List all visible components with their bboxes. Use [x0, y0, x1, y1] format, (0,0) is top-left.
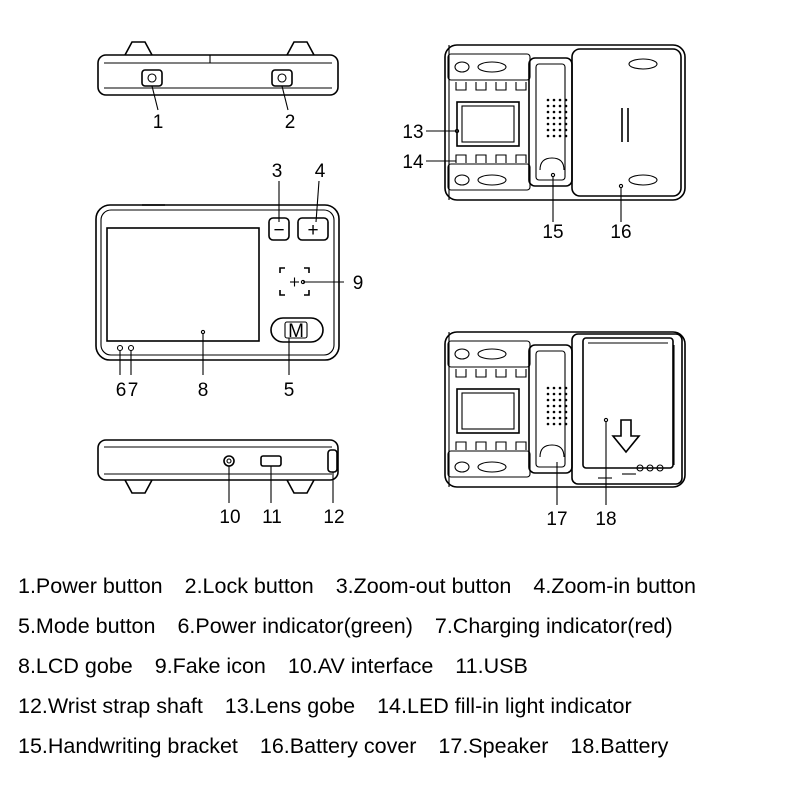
callout-6: 6	[116, 380, 127, 401]
legend-item-9: 9.Fake icon	[154, 654, 266, 678]
callout-13: 13	[402, 122, 423, 143]
strap-lug-bottom-right	[286, 479, 315, 494]
lens-cover-open	[456, 388, 520, 434]
legend-item-2: 2.Lock button	[184, 574, 314, 598]
legend-row-2: 5.Mode button 6.Power indicator(green) 7…	[18, 606, 798, 646]
strap-lug-bottom-left	[124, 479, 153, 494]
callout-3: 3	[272, 161, 283, 182]
lock-button-top	[271, 69, 293, 87]
legend-item-8: 8.LCD gobe	[18, 654, 133, 678]
speaker-grille-closed	[546, 98, 568, 138]
legend-item-6: 6.Power indicator(green)	[177, 614, 413, 638]
callout-11: 11	[262, 507, 282, 528]
callout-5: 5	[284, 380, 295, 401]
back-body	[444, 44, 686, 201]
top-view: 1 2	[97, 41, 339, 133]
legend-item-14: 14.LED fill-in light indicator	[377, 694, 632, 718]
bottom-view: 10 11 12	[97, 439, 345, 528]
legend-row-3: 8.LCD gobe 9.Fake icon 10.AV interface 1…	[18, 646, 798, 686]
mode-button	[270, 317, 324, 343]
callout-4: 4	[315, 161, 326, 182]
legend-item-10: 10.AV interface	[287, 654, 434, 678]
callout-1: 1	[153, 112, 164, 133]
zoom-in-glyph: +	[307, 220, 318, 241]
callout-8: 8	[198, 380, 209, 401]
legend-item-5: 5.Mode button	[18, 614, 156, 638]
charging-indicator	[127, 344, 135, 352]
legend-item-17: 17.Speaker	[438, 734, 549, 758]
top-body	[97, 54, 339, 96]
wrist-strap-shaft	[327, 449, 338, 473]
callout-17: 17	[546, 509, 567, 530]
callout-10: 10	[219, 507, 240, 528]
speaker-grille	[546, 386, 568, 426]
callout-9: 9	[353, 273, 364, 294]
callout-14: 14	[402, 152, 424, 173]
callout-16: 16	[610, 222, 631, 243]
legend-row-1: 1.Power button 2.Lock button 3.Zoom-out …	[18, 566, 798, 606]
battery-cover	[571, 48, 682, 197]
lcd-screen	[106, 227, 260, 342]
legend-row-5: 15.Handwriting bracket 16.Battery cover …	[18, 726, 798, 766]
battery-arrow	[611, 419, 641, 454]
callout-18: 18	[595, 509, 616, 530]
parts-legend: 1.Power button 2.Lock button 3.Zoom-out …	[18, 566, 798, 766]
legend-item-13: 13.Lens gobe	[224, 694, 356, 718]
legend-item-12: 12.Wrist strap shaft	[18, 694, 203, 718]
usb-port	[260, 455, 282, 467]
zoom-in-button	[297, 217, 329, 241]
strap-lug-left	[124, 41, 153, 56]
legend-item-1: 1.Power button	[18, 574, 163, 598]
legend-item-16: 16.Battery cover	[259, 734, 417, 758]
front-view: − + M 3 4 9 6 7 8 5	[95, 161, 364, 401]
battery-compartment	[571, 333, 683, 485]
callout-2: 2	[285, 112, 296, 133]
legend-item-7: 7.Charging indicator(red)	[434, 614, 673, 638]
zoom-out-glyph: −	[273, 220, 284, 241]
bottom-body	[97, 439, 339, 481]
fake-icon	[279, 267, 310, 296]
legend-item-3: 3.Zoom-out button	[335, 574, 512, 598]
callout-15: 15	[542, 222, 563, 243]
callout-7: 7	[128, 380, 139, 401]
back-view-closed: 13 14 15 16	[402, 44, 686, 243]
lens-cover	[456, 101, 520, 147]
back-body-open	[444, 331, 686, 488]
power-button-top	[141, 69, 163, 87]
legend-item-4: 4.Zoom-in button	[533, 574, 696, 598]
legend-item-18: 18.Battery	[570, 734, 669, 758]
av-interface	[223, 455, 235, 467]
mode-glyph: M	[288, 321, 304, 342]
legend-item-15: 15.Handwriting bracket	[18, 734, 238, 758]
power-indicator	[116, 344, 124, 352]
callout-12: 12	[323, 507, 344, 528]
legend-item-11: 11.USB	[455, 654, 528, 678]
battery	[582, 337, 674, 469]
legend-row-4: 12.Wrist strap shaft 13.Lens gobe 14.LED…	[18, 686, 798, 726]
back-view-open: 17 18	[444, 331, 686, 530]
strap-lug-right	[286, 41, 315, 56]
handwriting-bracket	[528, 57, 573, 187]
